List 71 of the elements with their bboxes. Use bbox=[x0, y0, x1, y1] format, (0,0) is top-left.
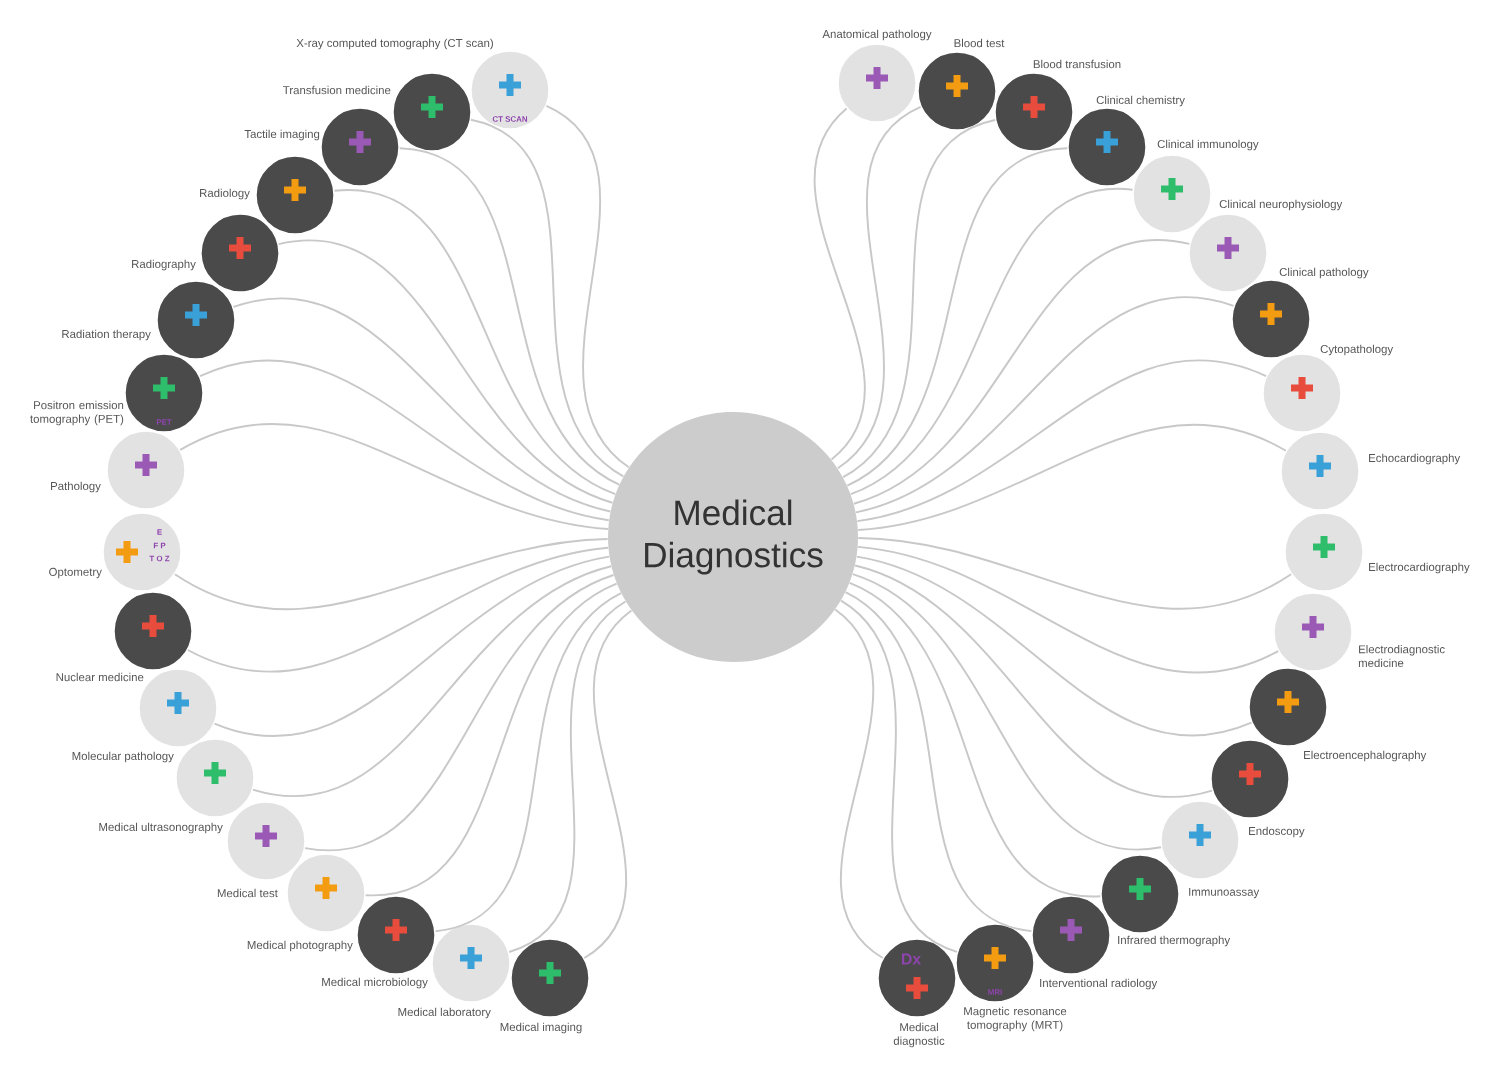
icon-text: Dx bbox=[901, 953, 921, 965]
node-label: Clinical pathology bbox=[1279, 267, 1369, 279]
connector-line bbox=[857, 424, 1287, 531]
node-label: X-ray computed tomography (CT scan) bbox=[296, 38, 493, 50]
connector-line bbox=[469, 118, 625, 478]
node-label: Electroencephalography bbox=[1304, 750, 1427, 762]
node-label: Electrodiagnostic medicine bbox=[1358, 644, 1445, 668]
connector-line bbox=[857, 537, 1293, 610]
node-label: Electrocardiography bbox=[1369, 562, 1470, 574]
node-label: Medical microbiology bbox=[322, 977, 428, 989]
connector-line bbox=[836, 105, 922, 470]
connector-line bbox=[508, 600, 627, 953]
connector-line bbox=[851, 573, 1162, 851]
node-label: Medical diagnostic bbox=[893, 1022, 945, 1048]
node-label: Clinical immunology bbox=[1157, 139, 1259, 151]
node-label: Pathology bbox=[51, 481, 101, 493]
node-label: Optometry bbox=[49, 567, 102, 579]
connector-line bbox=[232, 297, 612, 513]
node-label: Medical test bbox=[217, 888, 278, 898]
connector-line bbox=[199, 359, 610, 522]
node-label: Tactile imaging bbox=[244, 129, 320, 141]
connector-line bbox=[813, 107, 866, 461]
connector-line bbox=[277, 239, 614, 504]
node-label: Blood transfusion bbox=[1033, 59, 1121, 69]
connector-line bbox=[856, 359, 1268, 523]
connector-line bbox=[252, 565, 613, 798]
node-label: Clinical neurophysiology bbox=[1219, 199, 1343, 211]
connector-line bbox=[173, 538, 609, 610]
node-label: Magnetic resonance tomography (MRT) bbox=[964, 1006, 1067, 1032]
connector-line bbox=[852, 239, 1191, 505]
node-label: Radiography bbox=[132, 259, 196, 271]
connector-line bbox=[854, 564, 1213, 798]
node-label: Nuclear medicine bbox=[56, 672, 144, 682]
node-label: Molecular pathology bbox=[72, 751, 174, 763]
connector-line bbox=[304, 574, 615, 851]
connector-line bbox=[854, 296, 1235, 514]
connector-line bbox=[545, 104, 630, 469]
node-label: Medical photography bbox=[247, 940, 353, 952]
connector-line bbox=[398, 147, 621, 486]
node-label: Radiology bbox=[200, 188, 250, 200]
node-label: Medical imaging bbox=[500, 1022, 582, 1034]
connector-line bbox=[333, 189, 617, 496]
node-label: Echocardiography bbox=[1369, 453, 1461, 465]
node-label: Radiation therapy bbox=[62, 329, 151, 341]
connector-line bbox=[186, 546, 610, 673]
connector-line bbox=[179, 423, 609, 530]
connector-line bbox=[846, 147, 1069, 487]
node-label: Infrared thermography bbox=[1118, 935, 1231, 947]
connector-line bbox=[857, 545, 1280, 674]
node-label: Cytopathology bbox=[1320, 344, 1394, 356]
connector-line bbox=[849, 188, 1134, 496]
node-label: Interventional radiology bbox=[1040, 978, 1158, 990]
connector-line bbox=[583, 609, 633, 959]
connector-line bbox=[434, 592, 622, 933]
connector-line bbox=[840, 599, 958, 953]
node-label: Medical laboratory bbox=[398, 1007, 491, 1019]
node-label: Clinical chemistry bbox=[1096, 95, 1185, 107]
node-label: Transfusion medicine bbox=[283, 85, 391, 95]
connector-line bbox=[213, 555, 611, 737]
node-label: Blood test bbox=[954, 38, 1005, 48]
connector-line bbox=[844, 591, 1033, 933]
node-label: Endoscopy bbox=[1249, 826, 1305, 838]
node-label: Immunoassay bbox=[1189, 887, 1260, 899]
connector-line bbox=[855, 555, 1253, 737]
connector-line bbox=[364, 582, 618, 897]
node-label: Anatomical pathology bbox=[822, 29, 932, 41]
connector-line bbox=[842, 118, 997, 479]
connector-line bbox=[848, 581, 1102, 898]
connector-line bbox=[834, 608, 884, 959]
node-label: Positron emission tomography (PET) bbox=[30, 400, 124, 426]
node-label: Medical ultrasonography bbox=[99, 822, 223, 834]
